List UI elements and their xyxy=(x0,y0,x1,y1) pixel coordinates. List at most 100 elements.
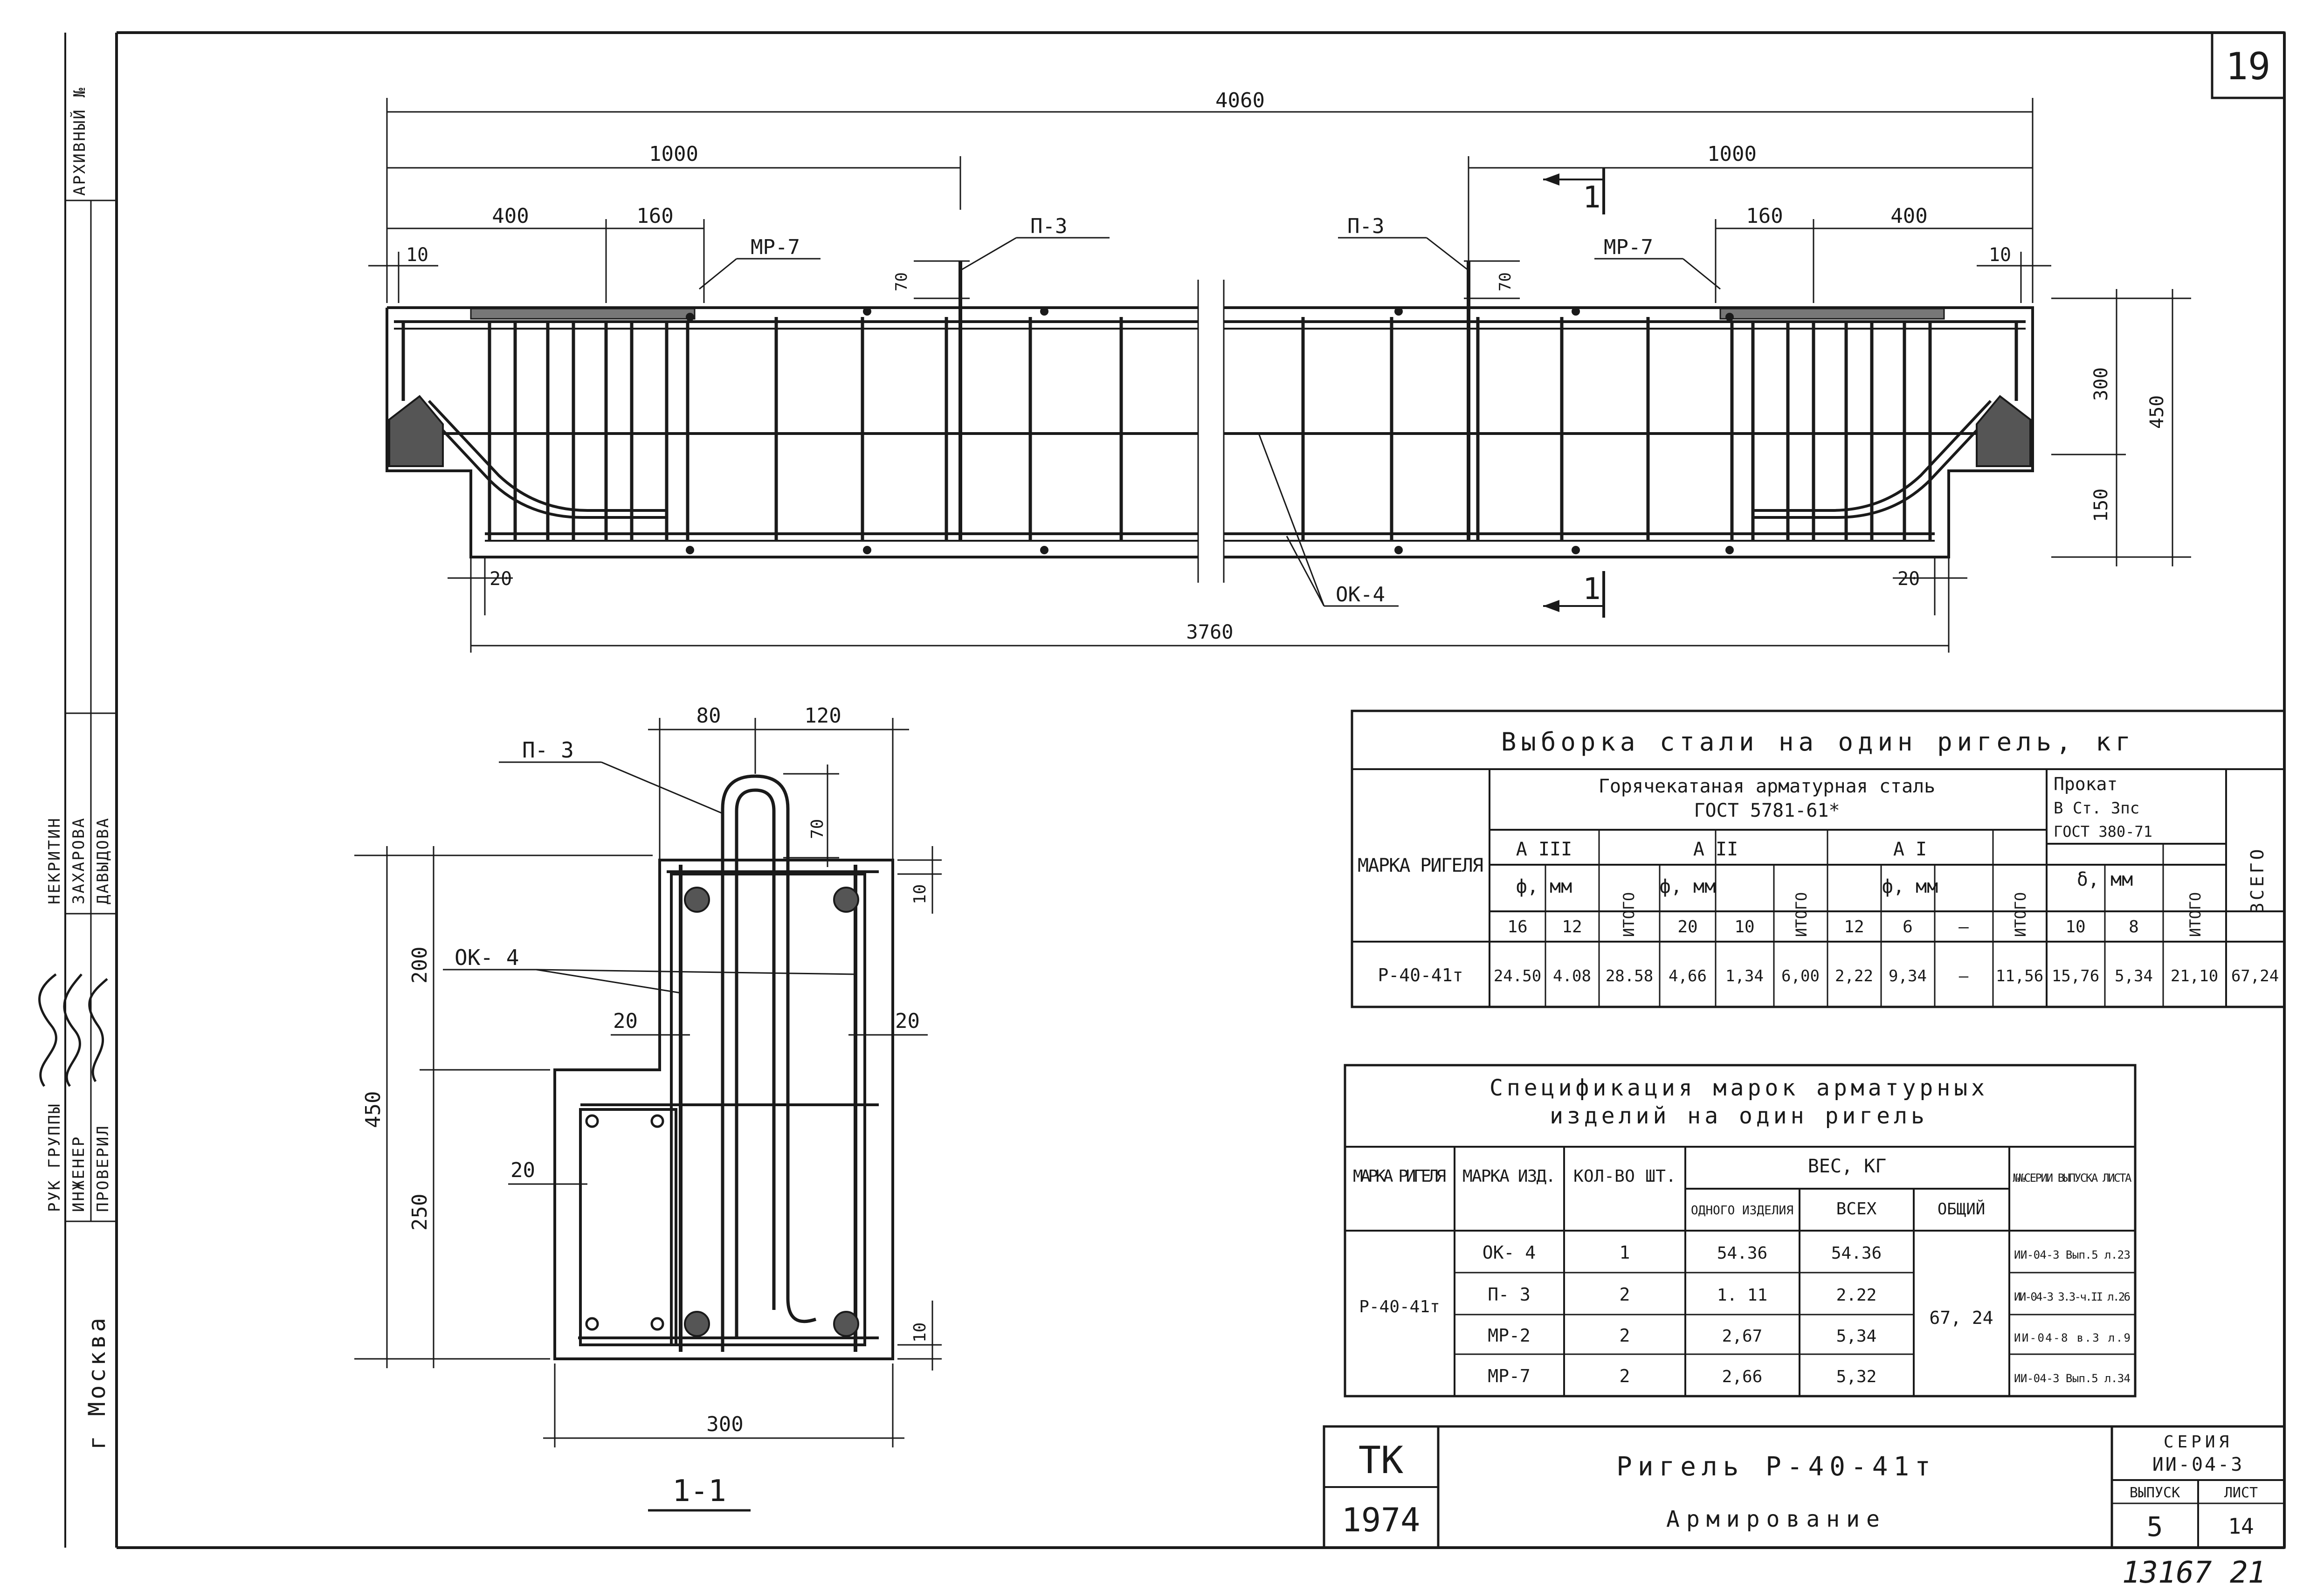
val-itogo-rolled: 21,10 xyxy=(2171,967,2218,985)
approval-block: РУК ГРУППЫ ИНЖЕНЕР ПРОВЕРИЛ НЕКРИТИН ЗАХ… xyxy=(38,817,112,1212)
spec-row-series: ИИ-04-8 в.3 л.9 xyxy=(2014,1331,2131,1344)
person-checked: ДАВЫДОВА xyxy=(94,817,112,904)
spec-common-weight: 67, 24 xyxy=(1929,1308,1993,1328)
gost-hot: ГОСТ 5781-61* xyxy=(1694,800,1840,821)
rolled-grade: В Ст. 3пс xyxy=(2054,799,2139,818)
dim-4060: 4060 xyxy=(1215,89,1265,112)
spec-title-2: изделий на один ригель xyxy=(1550,1103,1928,1129)
section-mark-bottom: 1 xyxy=(1583,572,1601,606)
section-mark-top: 1 xyxy=(1583,180,1601,215)
issue-label: ВЫПУСК xyxy=(2130,1485,2180,1501)
city-label: г Москва xyxy=(83,1315,110,1450)
dim-10-left: 10 xyxy=(406,244,428,266)
person-group-head: НЕКРИТИН xyxy=(45,817,64,904)
itogo-a2: ИТОГО xyxy=(1793,892,1810,937)
dia-6: 6 xyxy=(1903,917,1913,937)
label-p3-right: П-3 xyxy=(1347,214,1384,238)
spec-col-mark-item: МАРКА ИЗД. xyxy=(1462,1167,1556,1186)
sec-dim-10-bottom: 10 xyxy=(910,1322,930,1343)
dim-150: 150 xyxy=(2090,489,2112,522)
section-1-1: 80 120 70 450 200 250 10 10 20 20 20 xyxy=(354,704,942,1512)
end-anchor-right xyxy=(1976,395,2031,467)
class-a2: А II xyxy=(1693,839,1738,860)
spec-row-item: П- 3 xyxy=(1488,1284,1531,1305)
sec-label-p3: П- 3 xyxy=(522,737,574,763)
sec-dim-80: 80 xyxy=(697,704,721,728)
col-total: ВСЕГО xyxy=(2247,847,2268,914)
val-dash: — xyxy=(1959,967,1969,985)
label-mp7-right: МР-7 xyxy=(1604,235,1653,259)
val-12-a1: 2,22 xyxy=(1835,967,1873,985)
col-mark: МАРКА РИГЕЛЯ xyxy=(1358,855,1483,876)
itogo-a1: ИТОГО xyxy=(2012,892,2029,937)
spec-title-1: Спецификация марок арматурных xyxy=(1490,1075,1988,1101)
dim-160-right: 160 xyxy=(1746,204,1783,228)
sec-dim-250: 250 xyxy=(408,1194,432,1231)
spec-row-all: 5,34 xyxy=(1836,1327,1877,1346)
dim-70-left: 70 xyxy=(892,272,911,291)
sheet-value: 14 xyxy=(2228,1514,2254,1539)
steel-table-title: Выборка стали на один ригель, кг xyxy=(1501,727,2135,757)
itogo-a3: ИТОГО xyxy=(1620,892,1638,937)
dim-1000-left: 1000 xyxy=(649,142,698,166)
sec-dim-20-c: 20 xyxy=(510,1158,535,1182)
group-hot: Горячекатаная арматурная сталь xyxy=(1599,776,1935,797)
delta-10: 10 xyxy=(2065,917,2085,937)
year: 1974 xyxy=(1342,1501,1421,1539)
dia-a3: ф, мм xyxy=(1516,876,1572,897)
sheet-label: ЛИСТ xyxy=(2224,1485,2258,1501)
dia-12-a3: 12 xyxy=(1562,917,1582,937)
issue-value: 5 xyxy=(2147,1511,2163,1543)
dia-a2: ф, мм xyxy=(1660,876,1716,897)
spec-row-qty: 1 xyxy=(1620,1242,1630,1263)
plate-mp7-right xyxy=(1719,308,1945,320)
spec-row-qty: 2 xyxy=(1620,1366,1630,1386)
spec-row-one: 2,66 xyxy=(1722,1367,1763,1386)
sec-dim-300: 300 xyxy=(706,1412,743,1436)
spec-row-series: ИИ-04-3 3.3-ч.II л.26 xyxy=(2014,1290,2131,1303)
sec-dim-20-a: 20 xyxy=(613,1009,638,1033)
signature-2 xyxy=(63,973,83,1087)
spec-row-item: МР-2 xyxy=(1488,1325,1531,1346)
sec-label-ok4: ОК- 4 xyxy=(455,945,519,970)
sec-dim-70: 70 xyxy=(808,819,827,839)
dim-400-left: 400 xyxy=(492,204,529,228)
role-engineer: ИНЖЕНЕР xyxy=(69,1136,88,1212)
archive-label: АРХИВНЫЙ № xyxy=(70,86,89,196)
label-p3-left: П-3 xyxy=(1030,214,1067,238)
person-engineer: ЗАХАРОВА xyxy=(69,817,88,904)
series-value: ИИ-04-3 xyxy=(2152,1454,2244,1475)
spec-row-one: 2,67 xyxy=(1722,1327,1763,1346)
sec-dim-200: 200 xyxy=(408,947,432,984)
sec-dim-20-b: 20 xyxy=(895,1009,920,1033)
drawing-name: Ригель Р-40-41т xyxy=(1616,1452,1936,1482)
spec-col-mark-beam: МАРКА РИГЕЛЯ xyxy=(1353,1167,1446,1186)
org: ТК xyxy=(1359,1439,1403,1482)
spec-row-all: 2.22 xyxy=(1836,1286,1877,1305)
dim-300: 300 xyxy=(2090,367,2112,401)
delta-8: 8 xyxy=(2129,917,2139,937)
val-delta-8: 5,34 xyxy=(2115,967,2153,985)
spec-row-all: 5,32 xyxy=(1836,1367,1877,1386)
dim-450: 450 xyxy=(2146,395,2168,429)
signature-1 xyxy=(38,973,57,1087)
end-anchor-left xyxy=(388,395,444,467)
spec-row-qty: 2 xyxy=(1620,1284,1630,1305)
val-itogo-a2: 6,00 xyxy=(1781,967,1820,985)
spec-row-item: МР-7 xyxy=(1488,1366,1531,1386)
role-group-head: РУК ГРУППЫ xyxy=(45,1102,64,1212)
dia-10-a2: 10 xyxy=(1734,917,1754,937)
spec-col-one: ОДНОГО ИЗДЕЛИЯ xyxy=(1691,1204,1793,1218)
val-itogo-a3: 28.58 xyxy=(1606,967,1653,985)
spec-row-item: ОК- 4 xyxy=(1483,1242,1536,1263)
sec-dim-450: 450 xyxy=(361,1091,385,1128)
dia-dash: — xyxy=(1959,917,1969,937)
dim-70-right: 70 xyxy=(1496,272,1515,291)
section-title: 1-1 xyxy=(672,1474,726,1508)
class-a1: А I xyxy=(1893,839,1927,860)
val-20: 4,66 xyxy=(1669,967,1707,985)
spec-col-common: ОБЩИЙ xyxy=(1938,1199,1985,1219)
spec-col-series: №№СЕРИИ ВЫПУСКА ЛИСТА xyxy=(2013,1171,2132,1185)
group-rolled: Прокат xyxy=(2054,774,2117,794)
signature-3 xyxy=(88,978,108,1082)
